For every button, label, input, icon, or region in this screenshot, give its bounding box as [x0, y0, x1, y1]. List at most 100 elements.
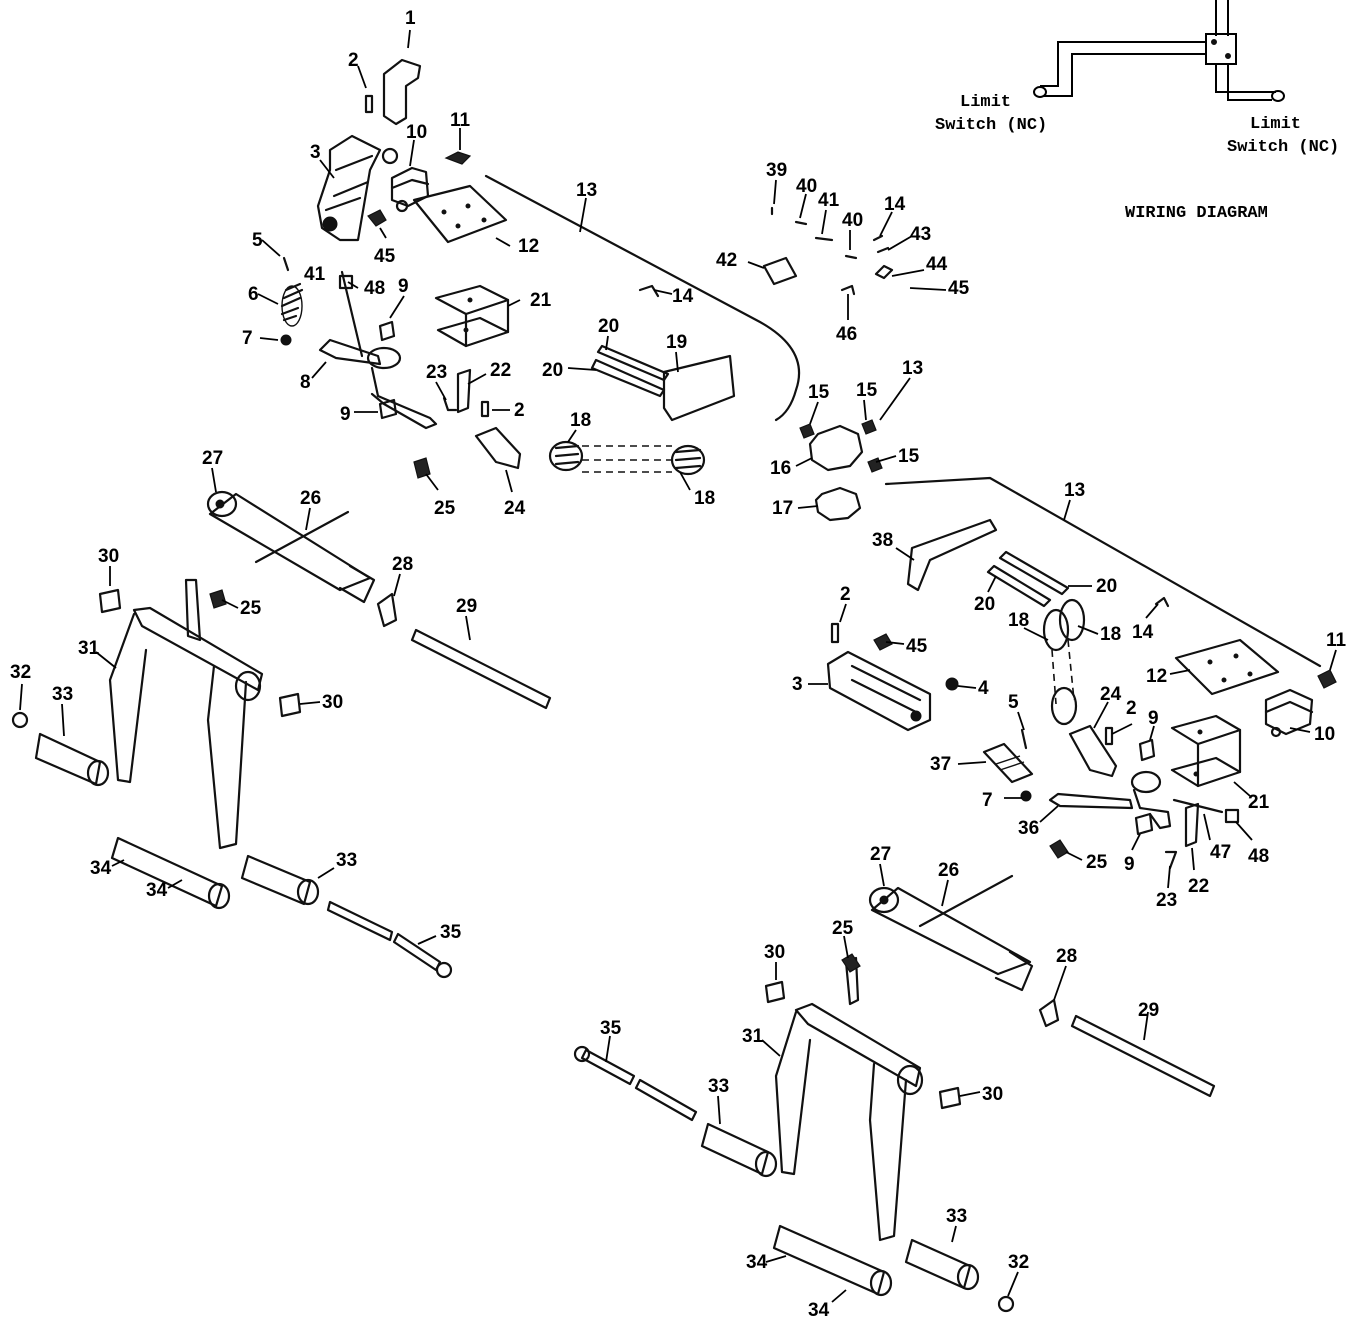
callout-27: 27 [870, 844, 891, 865]
callout-1: 1 [405, 8, 416, 29]
callout-14: 14 [1132, 622, 1154, 643]
nut-part [861, 419, 877, 435]
washer-part [280, 334, 292, 346]
channel-bracket-part [662, 354, 736, 422]
callout-25: 25 [832, 918, 854, 939]
callout-30: 30 [982, 1084, 1003, 1105]
pin-part [634, 1078, 698, 1122]
callout-15: 15 [898, 446, 920, 467]
upper-left-parts [280, 58, 1322, 668]
pivot-arm-part [206, 490, 376, 604]
callout-14: 14 [884, 194, 906, 215]
callout-20: 20 [542, 360, 563, 381]
callout-48: 48 [1248, 846, 1269, 867]
callout-45: 45 [948, 278, 970, 299]
callout-37: 37 [930, 754, 951, 775]
callout-2: 2 [348, 50, 359, 71]
callout-31: 31 [742, 1026, 764, 1047]
callout-22: 22 [490, 360, 511, 381]
callout-32: 32 [1008, 1252, 1029, 1273]
bolt-part [413, 457, 431, 479]
small-hardware-group [762, 206, 894, 296]
callout-5: 5 [1008, 692, 1019, 713]
mounting-plate-part [1174, 638, 1280, 696]
lever-arm-part [318, 270, 438, 430]
callout-35: 35 [600, 1018, 622, 1039]
callout-34: 34 [746, 1252, 768, 1273]
callout-38: 38 [872, 530, 893, 551]
callout-2: 2 [840, 584, 851, 605]
pin-part [392, 932, 442, 972]
callout-22: 22 [1188, 876, 1209, 897]
callout-18: 18 [570, 410, 591, 431]
shaft-part [1184, 802, 1200, 848]
callout-29: 29 [1138, 1000, 1159, 1021]
link-plate-part [1038, 998, 1060, 1028]
clip-part [638, 284, 660, 298]
callout-46: 46 [836, 324, 857, 345]
shaft-part [410, 628, 552, 710]
key-part [1224, 808, 1240, 824]
callout-21: 21 [530, 290, 552, 311]
callout-45: 45 [906, 636, 928, 657]
callout-30: 30 [764, 942, 785, 963]
callout-11: 11 [1326, 630, 1347, 651]
wing-nut-part [444, 151, 472, 165]
callout-11: 11 [450, 110, 471, 131]
callout-34: 34 [90, 858, 112, 879]
callout-44: 44 [926, 254, 948, 275]
switch-bracket-part [1170, 714, 1242, 788]
link-plate-part [376, 592, 398, 628]
roller-frame-part [774, 1002, 924, 1242]
roller-part [772, 1224, 886, 1296]
washer-part [1020, 790, 1032, 802]
bushing-part [378, 320, 396, 342]
cable-part [884, 476, 1322, 668]
rod-part [254, 510, 350, 564]
bushing-part [938, 1086, 962, 1110]
callout-23: 23 [426, 362, 447, 383]
callout-12: 12 [518, 236, 539, 257]
bolt-part [1049, 839, 1069, 859]
callout-5: 5 [252, 230, 263, 251]
left-limit-switch-label-line2: Switch (NC) [935, 116, 1047, 135]
callout-24: 24 [504, 498, 526, 519]
clip-part [1154, 596, 1170, 608]
cotter-pin-part [1020, 728, 1028, 750]
spring-pair-part [548, 440, 706, 476]
callout-9: 9 [1124, 854, 1135, 875]
callout-20: 20 [1096, 576, 1117, 597]
callout-32: 32 [10, 662, 31, 683]
callout-10: 10 [406, 122, 427, 143]
washer-part [11, 711, 29, 729]
right-parts [826, 518, 1337, 870]
callout-12: 12 [1146, 666, 1167, 687]
callout-13: 13 [576, 180, 597, 201]
mounting-plate-part [412, 184, 508, 244]
callout-21: 21 [1248, 792, 1270, 813]
clevis-part [474, 426, 522, 470]
clevis-part [1068, 724, 1118, 778]
callout-45: 45 [374, 246, 396, 267]
rod-part [590, 358, 666, 398]
pin-part [480, 400, 490, 418]
callout-43: 43 [910, 224, 931, 245]
rod-part [918, 874, 1014, 928]
callout-41: 41 [818, 190, 840, 211]
callout-15: 15 [856, 380, 878, 401]
roller-part [34, 732, 102, 786]
callout-30: 30 [98, 546, 119, 567]
callout-40: 40 [842, 210, 863, 231]
nut-part [945, 677, 959, 691]
callout-42: 42 [716, 250, 737, 271]
callout-47: 47 [1210, 842, 1231, 863]
washer-part [997, 1295, 1015, 1313]
callout-40: 40 [796, 176, 817, 197]
rod-part [998, 550, 1070, 596]
shaft-part [1070, 1014, 1216, 1098]
callout-41: 41 [304, 264, 326, 285]
spring-pair-part [1042, 598, 1086, 726]
actuator-part [316, 134, 382, 242]
pin-part [1164, 850, 1178, 870]
